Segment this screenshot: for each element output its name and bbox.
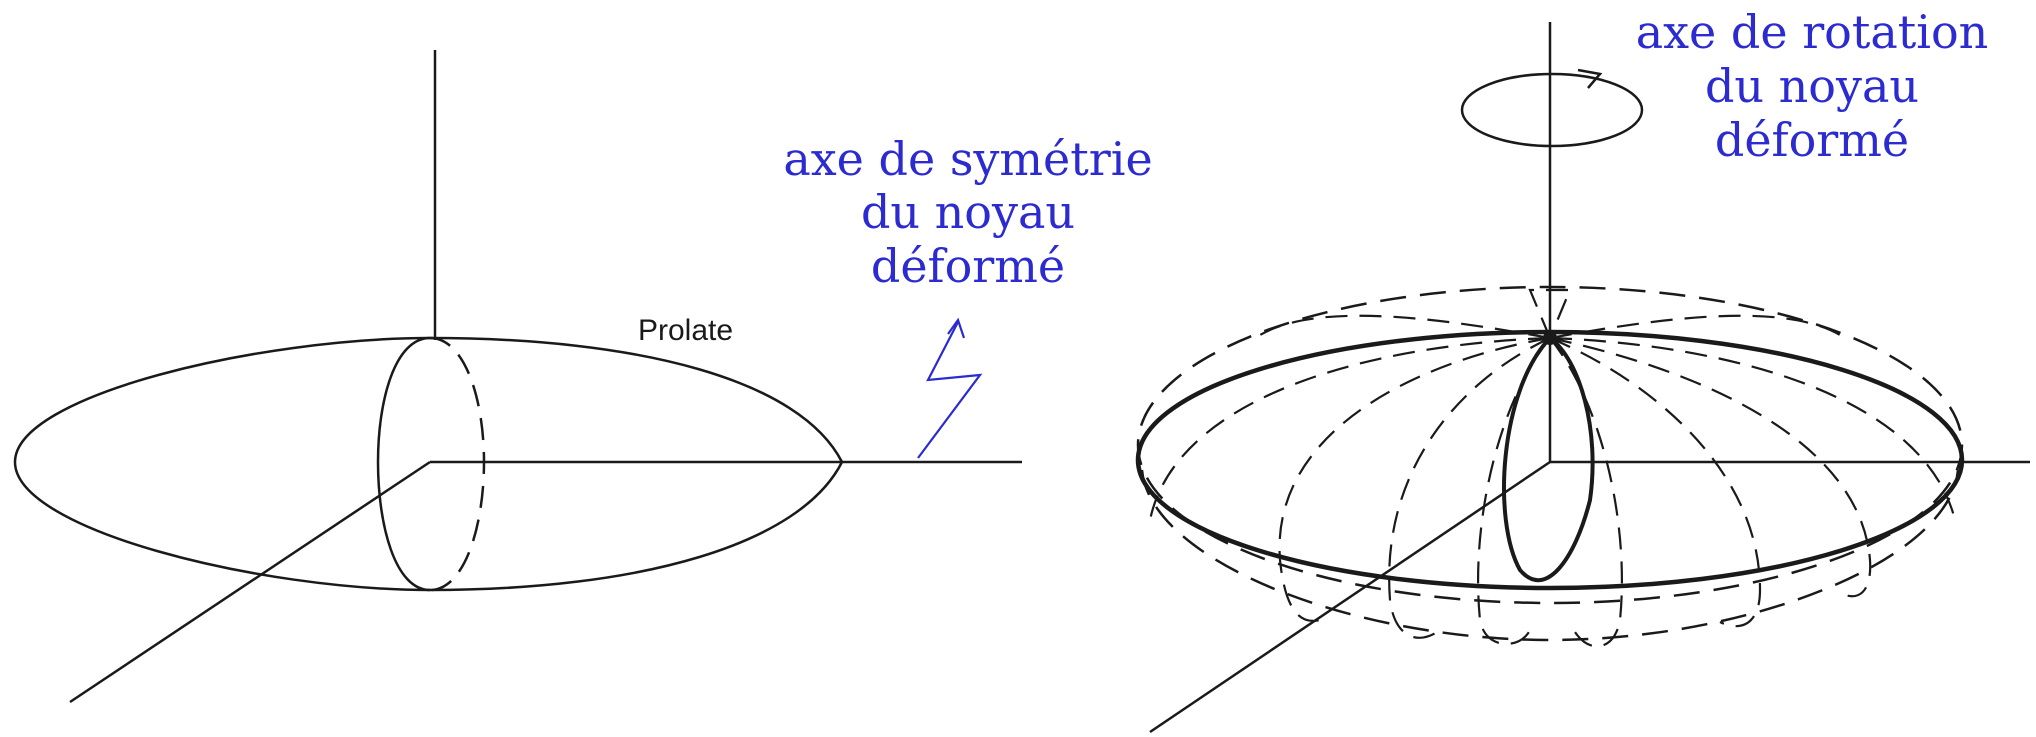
rotation-envelope-top (1136, 285, 1964, 605)
meridian-1 (1278, 336, 1551, 622)
pole-point (1543, 331, 1557, 345)
symmetry-axis-annotation: axe de symétrie du noyau déformé (783, 132, 1153, 459)
prolate-ellipsoid-outline (13, 336, 844, 592)
meridian-6 (1549, 336, 1872, 598)
rotation-figure (1135, 22, 2030, 734)
dashed-meridians (1148, 288, 1957, 648)
prolate-figure: Prolate (13, 50, 1022, 704)
meridian-4 (1549, 337, 1623, 648)
annotation-line-2: du noyau (861, 185, 1075, 239)
zigzag-arrow-icon (917, 321, 983, 459)
meridian-5 (1549, 336, 1762, 628)
annotation-line-1: axe de symétrie (783, 132, 1152, 186)
prolate-cross-section-front (376, 336, 431, 592)
right-depth-axis (1149, 460, 1551, 734)
rotation-arrow-icon (1577, 68, 1603, 89)
zigzag-arrowhead-icon (947, 317, 966, 339)
meridian-9 (1259, 314, 1551, 340)
prolate-cross-section-back (429, 336, 486, 592)
meridian-3 (1477, 337, 1551, 645)
rotation-circle (1460, 72, 1644, 148)
rotation-envelope-bottom (1140, 469, 1960, 642)
front-meridian (1502, 335, 1595, 583)
pole-cap (1528, 288, 1572, 341)
prolate-label: Prolate (638, 314, 733, 347)
rotation-annotation-line-3: déformé (1715, 113, 1909, 167)
meridian-2 (1388, 337, 1551, 639)
meridian-10 (1549, 314, 1841, 340)
rotation-annotation-line-1: axe de rotation (1636, 5, 1989, 59)
annotation-line-3: déformé (871, 239, 1065, 293)
left-depth-axis (69, 460, 431, 704)
meridian-8 (1549, 336, 1957, 521)
rotation-annotation-line-2: du noyau (1705, 59, 1919, 113)
rotation-axis-annotation: axe de rotation du noyau déformé (1636, 5, 1989, 167)
meridian-7 (1148, 336, 1551, 521)
